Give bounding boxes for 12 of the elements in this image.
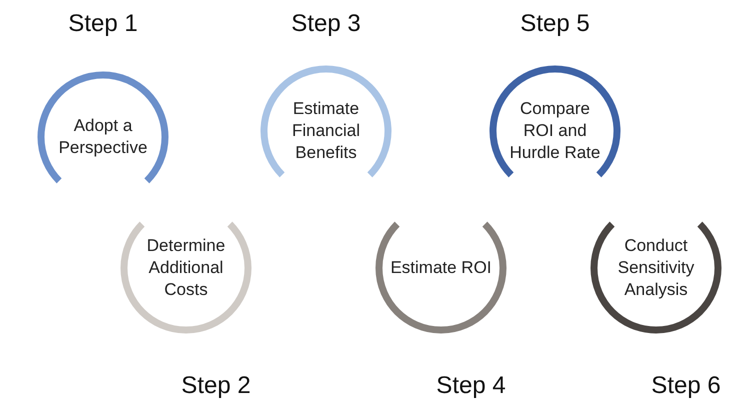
step-label: Step 2 [181, 371, 251, 401]
step-label: Step 6 [651, 371, 721, 401]
step-text: Adopt a Perspective [58, 115, 148, 159]
step-label: Step 1 [68, 9, 138, 39]
step-label: Step 5 [520, 9, 590, 39]
step-text: Compare ROI and Hurdle Rate [508, 98, 602, 164]
step-text: Conduct Sensitivity Analysis [616, 235, 696, 301]
step-text: Estimate Financial Benefits [290, 98, 362, 164]
step-text: Estimate ROI [389, 257, 493, 279]
step-text: Determine Additional Costs [146, 235, 226, 301]
step-label: Step 4 [436, 371, 506, 401]
step-label: Step 3 [291, 9, 361, 39]
